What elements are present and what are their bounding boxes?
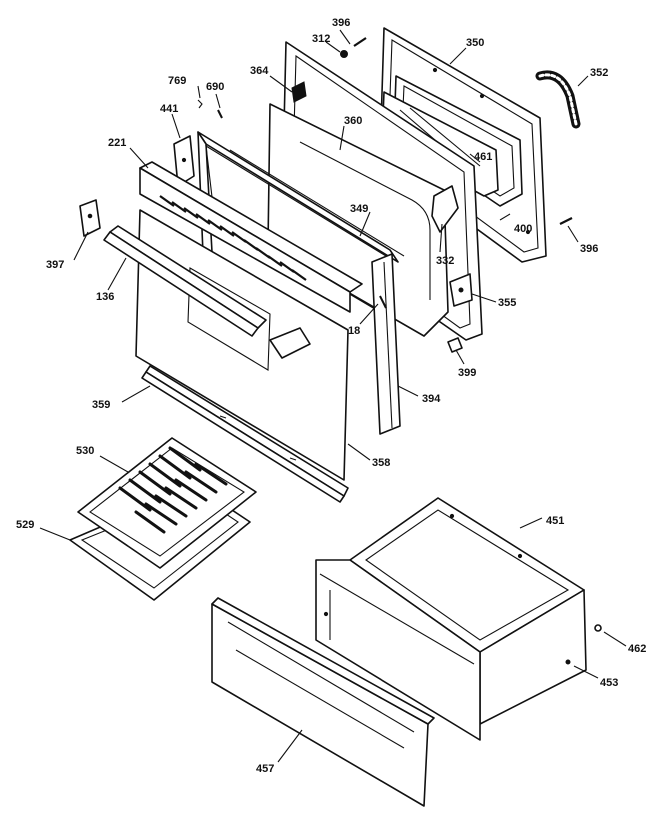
part-396-screw-side [559,217,573,225]
part-312-nut [340,50,348,58]
label-312: 312 [312,33,330,45]
label-359: 359 [92,399,110,411]
label-355: 355 [498,297,516,309]
part-136-door-handle [103,225,267,337]
label-441: 441 [160,103,178,115]
part-360-inner-liner-panel [267,103,449,337]
label-396-top: 396 [332,17,350,29]
part-457-drawer-front [211,597,435,807]
part-332-bracket [431,185,459,233]
label-221: 221 [108,137,126,149]
leader-lines [39,29,627,763]
label-769: 769 [168,75,186,87]
part-397-bracket [79,199,101,237]
label-457: 457 [256,763,274,775]
label-462: 462 [628,643,646,655]
part-690-screw [217,109,223,119]
part-441-hinge-bracket [173,135,195,187]
label-350: 350 [466,37,484,49]
part-530-broiler-grid [77,437,257,569]
part-396-screw-top [353,37,367,47]
label-352: 352 [590,67,608,79]
part-462-screw [594,624,602,632]
label-530: 530 [76,445,94,457]
part-labels: 396 312 350 352 769 690 364 441 360 221 … [16,17,646,775]
label-453: 453 [600,677,618,689]
part-352-gasket-strip [535,70,581,129]
drawer-side-rail [319,573,475,665]
label-360: 360 [344,115,362,127]
label-18: 18 [348,325,360,337]
label-400: 400 [514,223,532,235]
label-397: 397 [46,259,64,271]
part-359-bottom-trim [141,365,349,503]
label-396-side: 396 [580,243,598,255]
label-690: 690 [206,81,224,93]
label-461: 461 [474,151,492,163]
part-453-screw [565,659,571,665]
label-529: 529 [16,519,34,531]
part-18-screw [379,295,387,309]
part-394-side-trim [371,253,401,435]
label-451: 451 [546,515,564,527]
part-769-clip [197,99,203,109]
label-349: 349 [350,203,368,215]
part-399-bumper [447,337,463,353]
label-394: 394 [422,393,441,405]
label-364: 364 [250,65,269,77]
label-399: 399 [458,367,476,379]
part-451-drawer-body [315,497,587,741]
part-221-control-panel [139,161,363,313]
label-332: 332 [436,255,454,267]
part-355-hinge [449,273,473,307]
label-136: 136 [96,291,114,303]
label-358: 358 [372,457,390,469]
